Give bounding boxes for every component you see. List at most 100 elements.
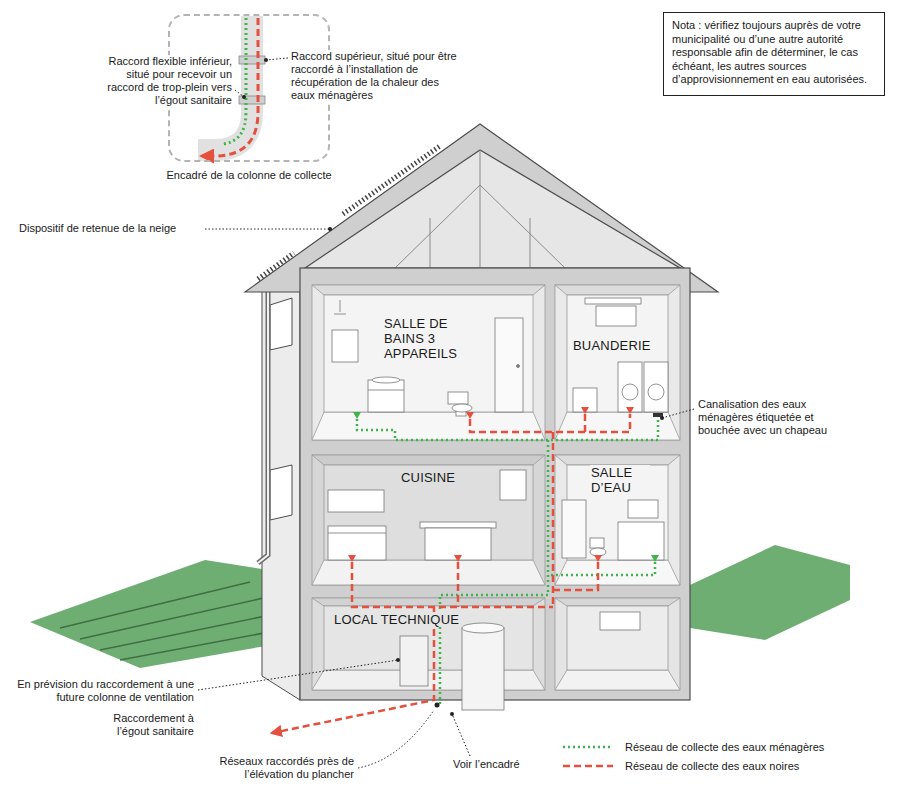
- rooms: [555, 560, 680, 585]
- inset-collection-stack: [198, 16, 265, 156]
- inset-collection-stack: [239, 96, 265, 104]
- leader-line: [266, 58, 288, 60]
- fixtures: [332, 330, 358, 362]
- leader-dot: [328, 227, 332, 231]
- note-box: Nota : vérifiez toujours auprès de votre…: [663, 12, 885, 96]
- ground-plane: [30, 560, 300, 668]
- callout-label: Canalisation des eaux ménagères étiqueté…: [697, 398, 852, 437]
- room-name: SALLE DE BAINS 3 APPAREILS: [383, 316, 465, 361]
- room-name: LOCAL TECHNIQUE: [333, 612, 460, 627]
- fixtures: [372, 377, 400, 383]
- fixtures: [328, 533, 386, 534]
- rooms: [312, 285, 545, 440]
- rooms: [312, 560, 545, 585]
- side-wall: [270, 298, 292, 350]
- grey-water-pipe: [357, 418, 658, 705]
- fixtures: [600, 612, 640, 630]
- rooms: [555, 285, 680, 440]
- rooms: [555, 598, 680, 606]
- black-water-pipe: [553, 562, 598, 590]
- grey-water-pipe: [357, 418, 658, 440]
- downspout: [258, 290, 268, 563]
- drain-arrowheads: [454, 555, 462, 562]
- leader-dot: [396, 658, 400, 662]
- grey-water-pipe: [548, 562, 655, 575]
- rooms: [312, 598, 545, 690]
- callout-label: Raccord flexible inférieur, situé pour r…: [100, 55, 233, 107]
- fixtures: [644, 362, 668, 412]
- drain-arrowheads: [581, 407, 589, 414]
- fixtures: [618, 522, 664, 560]
- ground-plane: [690, 545, 850, 640]
- fixtures: [622, 384, 638, 400]
- room-name: SALLE D’EAU: [590, 465, 650, 495]
- rooms: [324, 465, 533, 560]
- snow-guard: [258, 146, 440, 279]
- callout-label: Raccord supérieur, situé pour être racco…: [290, 50, 460, 102]
- legend-entry: Réseau de collecte des eaux ménagères: [625, 740, 824, 754]
- rooms: [312, 285, 545, 295]
- black-water-pipe: [272, 414, 630, 733]
- black-water-pipe: [470, 414, 630, 432]
- ground-plane: [60, 582, 296, 660]
- fixtures: [368, 390, 404, 391]
- leader-dot: [660, 416, 664, 420]
- fixtures: [328, 490, 384, 512]
- grey-water-pipe: [547, 440, 550, 595]
- rooms: [567, 295, 668, 412]
- legend-sample: [563, 746, 613, 749]
- drain-arrowheads: [435, 703, 440, 708]
- fixtures: [334, 300, 346, 314]
- inset-frame: Encadré de la colonne de collecte: [168, 14, 330, 162]
- leader-dot: [450, 712, 454, 716]
- fixtures: [628, 500, 658, 518]
- downspout: [258, 291, 268, 563]
- rooms: [555, 455, 680, 465]
- fixtures: [648, 384, 664, 400]
- fixtures: [452, 404, 472, 412]
- fixtures: [420, 522, 496, 528]
- leader-line: [205, 229, 330, 230]
- roof: [395, 150, 565, 268]
- room-name: BUANDERIE: [572, 338, 652, 353]
- legend-sample: [563, 765, 613, 768]
- rooms: [312, 598, 545, 606]
- leader-line: [452, 714, 470, 756]
- black-water-pipe: [584, 414, 587, 432]
- inset-collection-stack: [202, 18, 258, 156]
- rooms: [312, 455, 545, 585]
- black-water-pipe: [552, 432, 555, 607]
- drain-arrowheads: [626, 407, 634, 414]
- rooms: [555, 670, 680, 690]
- inset-collection-stack: [198, 16, 252, 150]
- inset-heading: Encadré de la colonne de collecte: [166, 169, 331, 183]
- rooms: [555, 455, 680, 585]
- drain-arrowheads: [348, 407, 663, 708]
- side-wall: [270, 465, 292, 520]
- callout-label: Dispositif de retenue de la neige: [18, 222, 177, 235]
- roof: [245, 124, 718, 292]
- inset-collection-stack: [239, 56, 265, 64]
- leader-line: [358, 710, 434, 768]
- leader-dot: [264, 58, 268, 62]
- rooms: [324, 295, 533, 412]
- callout-label: Voir l’encadré: [452, 758, 521, 771]
- callout-label: Raccordement à l’égout sanitaire: [95, 712, 195, 738]
- legend-entry: Réseau de collecte des eaux noires: [625, 759, 799, 773]
- rooms: [312, 412, 545, 440]
- leader-dot: [242, 95, 246, 99]
- fixtures: [462, 628, 504, 710]
- drain-arrowheads: [353, 412, 361, 419]
- fixtures: [328, 298, 668, 710]
- drain-arrowheads: [348, 555, 356, 562]
- leader-line: [662, 409, 694, 418]
- rooms: [555, 285, 680, 295]
- fixtures: [590, 548, 606, 556]
- fixtures: [517, 365, 520, 368]
- fixtures: [462, 623, 504, 633]
